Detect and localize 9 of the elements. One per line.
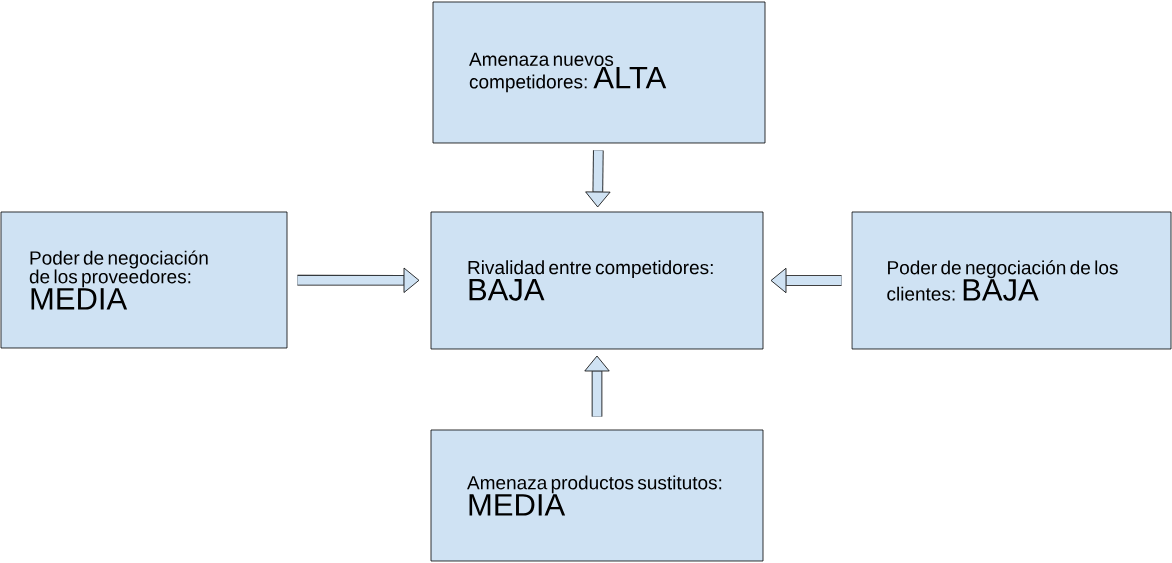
- text-box: Amenaza nuevos competidores: ALTA: [432, 1, 766, 144]
- text-box: Rivalidad entre competidores: BAJA: [430, 211, 764, 350]
- block-arrow: [297, 267, 420, 293]
- text-box: Amenaza productos sustitutos: MEDIA: [430, 429, 764, 562]
- text-box: Poder de negociación de los proveedores: MEDIA: [0, 211, 288, 349]
- block-arrow: [770, 267, 842, 294]
- block-arrow: [584, 355, 610, 417]
- text-box: Poder de negociación de los clientes: BAJA: [851, 211, 1172, 350]
- block-arrow: [585, 150, 611, 208]
